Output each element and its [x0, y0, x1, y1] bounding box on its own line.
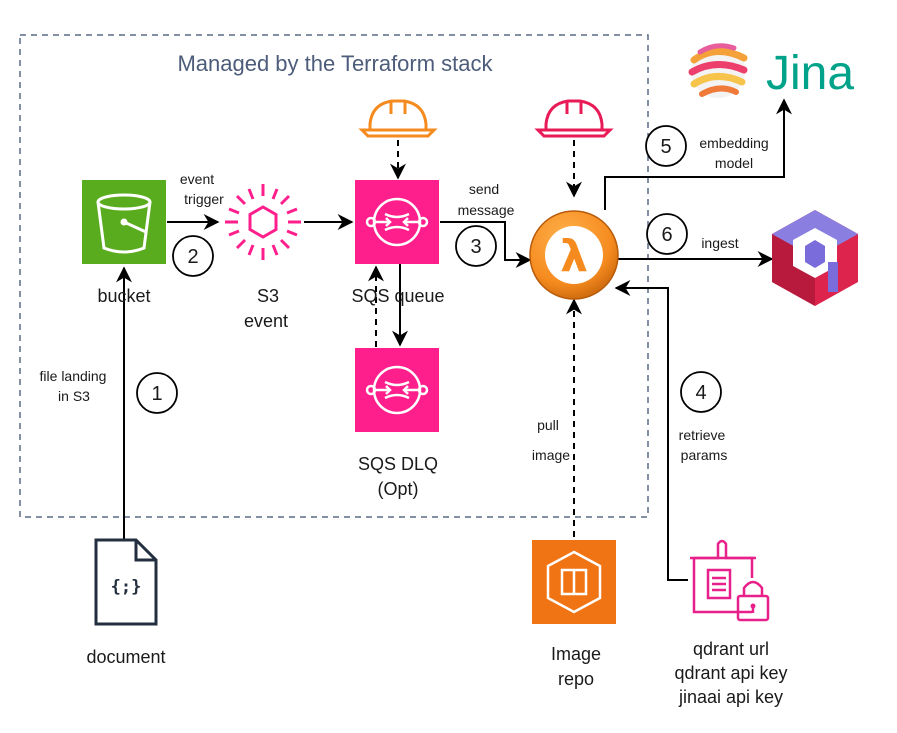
- label-send: send: [469, 181, 499, 197]
- s3-event-node[interactable]: S3 event: [225, 184, 301, 331]
- lambda-inner: [545, 226, 603, 284]
- image-repo-label-1: Image: [551, 644, 601, 664]
- queue-icon: [365, 197, 429, 247]
- step-number-2: 2: [187, 246, 198, 268]
- qdrant-logo-icon[interactable]: [772, 210, 858, 306]
- container-icon: [546, 550, 602, 614]
- label-file-landing: file landing: [40, 368, 107, 384]
- secrets-node[interactable]: qdrant url qdrant api key jinaai api key: [674, 539, 788, 707]
- s3-event-label-1: S3: [257, 286, 279, 306]
- label-ingest: ingest: [701, 235, 738, 251]
- bucket-icon: [96, 193, 152, 254]
- edges: [116, 98, 792, 581]
- helmet-pink-icon: [534, 99, 614, 138]
- document-icon: {;}: [94, 538, 158, 626]
- image-repo-node[interactable]: Image repo: [532, 540, 616, 689]
- dlq-queue-icon: [365, 365, 429, 415]
- sqs-queue-label: SQS queue: [351, 286, 444, 306]
- step-number-6: 6: [661, 224, 672, 246]
- helmet-orange-icon: [358, 99, 438, 138]
- label-embedding: embedding: [699, 135, 768, 151]
- label-pull: pull: [537, 417, 559, 433]
- step-badges: 1 2 3 4 5 6: [136, 125, 722, 414]
- step-number-1: 1: [151, 383, 162, 405]
- image-repo-label-2: repo: [558, 669, 594, 689]
- step-number-3: 3: [470, 236, 481, 258]
- lambda-node[interactable]: λ: [529, 210, 619, 300]
- jina-logo[interactable]: Jina: [688, 43, 854, 100]
- step-badge-3: 3: [455, 225, 497, 267]
- sqs-dlq-tile: [355, 348, 439, 432]
- label-trigger: trigger: [184, 191, 224, 207]
- lock-icon: [736, 580, 770, 622]
- terraform-boundary: [19, 34, 649, 518]
- lambda-icon: λ: [560, 231, 588, 282]
- label-message: message: [458, 202, 515, 218]
- step-badge-5: 5: [645, 125, 687, 167]
- label-in-s3: in S3: [58, 388, 90, 404]
- jina-swirl-icon: [688, 43, 748, 98]
- secret-jinaai-api-key: jinaai api key: [678, 687, 783, 707]
- s3-event-label-2: event: [244, 311, 288, 331]
- s3-bucket-node[interactable]: bucket: [82, 180, 166, 306]
- edge-labels: event trigger send message file landing …: [40, 135, 769, 463]
- jina-logo-text: Jina: [766, 47, 854, 100]
- label-image: image: [532, 447, 570, 463]
- document-code-glyph: {;}: [111, 577, 142, 597]
- step-number-5: 5: [660, 136, 671, 158]
- edge-embedding-model: [604, 98, 792, 210]
- label-model: model: [715, 155, 753, 171]
- secret-qdrant-url: qdrant url: [693, 639, 769, 659]
- step-badge-6: 6: [646, 213, 688, 255]
- step-badge-1: 1: [136, 372, 178, 414]
- sqs-dlq-label-2: (Opt): [377, 479, 418, 499]
- event-icon: [225, 184, 301, 260]
- secrets-manager-icon: [690, 539, 756, 614]
- label-params: params: [681, 447, 728, 463]
- step-number-4: 4: [695, 382, 706, 404]
- secret-qdrant-api-key: qdrant api key: [674, 663, 787, 683]
- edge-retrieve-params: [614, 280, 688, 581]
- sqs-dlq-node[interactable]: SQS DLQ (Opt): [355, 348, 439, 499]
- sqs-queue-tile: [355, 180, 439, 264]
- bucket-label: bucket: [97, 286, 150, 306]
- document-label: document: [86, 647, 165, 667]
- boundary-title: Managed by the Terraform stack: [177, 51, 493, 76]
- label-retrieve: retrieve: [679, 427, 726, 443]
- step-badge-2: 2: [172, 235, 214, 277]
- sqs-dlq-label-1: SQS DLQ: [358, 454, 438, 474]
- document-node[interactable]: {;} document: [86, 538, 166, 667]
- edge-send-message: [440, 221, 532, 268]
- sqs-queue-node[interactable]: SQS queue: [351, 180, 445, 306]
- step-badge-4: 4: [680, 371, 722, 413]
- label-event: event: [180, 171, 214, 187]
